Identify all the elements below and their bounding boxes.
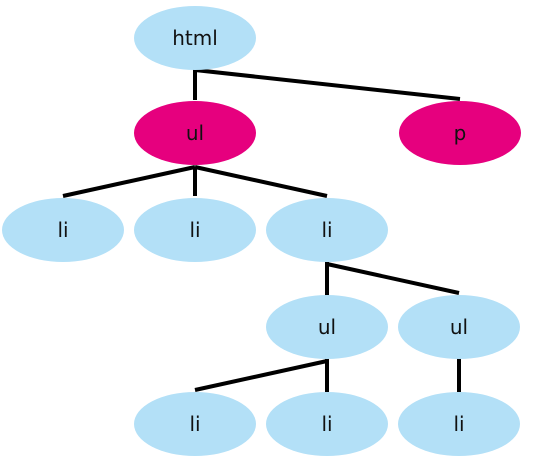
node-ul-left-label: ul: [318, 315, 336, 339]
node-li-6: li: [398, 392, 520, 456]
edge-html-to-p: [194, 68, 461, 101]
node-li-2: li: [134, 198, 256, 262]
node-li-5: li: [266, 392, 388, 456]
node-html-label: html: [172, 26, 218, 50]
edge-ul-to-li-3: [194, 165, 328, 198]
node-ul-top: ul: [134, 101, 256, 165]
edge-ul-to-li-1: [62, 165, 196, 198]
node-li-3-label: li: [321, 218, 332, 242]
node-ul-top-label: ul: [186, 121, 204, 145]
node-li-6-label: li: [453, 412, 464, 436]
edge-li-3-to-ul-right: [326, 262, 460, 295]
node-li-5-shape: [266, 392, 388, 456]
node-html-shape: [134, 6, 256, 70]
edge-ul-left-to-li-4: [194, 359, 328, 392]
node-p-label: p: [454, 121, 467, 145]
node-ul-left-shape: [266, 295, 388, 359]
node-li-6-shape: [398, 392, 520, 456]
node-li-4: li: [134, 392, 256, 456]
node-li-1: li: [2, 198, 124, 262]
node-li-2-label: li: [189, 218, 200, 242]
node-li-4-shape: [134, 392, 256, 456]
tree-edges: [62, 68, 461, 392]
node-li-5-label: li: [321, 412, 332, 436]
node-ul-right: ul: [398, 295, 520, 359]
node-p: p: [399, 101, 521, 165]
node-html: html: [134, 6, 256, 70]
node-ul-top-shape: [134, 101, 256, 165]
node-ul-left: ul: [266, 295, 388, 359]
node-p-shape: [399, 101, 521, 165]
node-li-1-label: li: [57, 218, 68, 242]
node-ul-right-label: ul: [450, 315, 468, 339]
node-ul-right-shape: [398, 295, 520, 359]
node-li-4-label: li: [189, 412, 200, 436]
node-li-2-shape: [134, 198, 256, 262]
node-li-1-shape: [2, 198, 124, 262]
node-li-3-shape: [266, 198, 388, 262]
node-li-3: li: [266, 198, 388, 262]
tree-nodes: html ul p li li li ul ul: [2, 6, 521, 456]
